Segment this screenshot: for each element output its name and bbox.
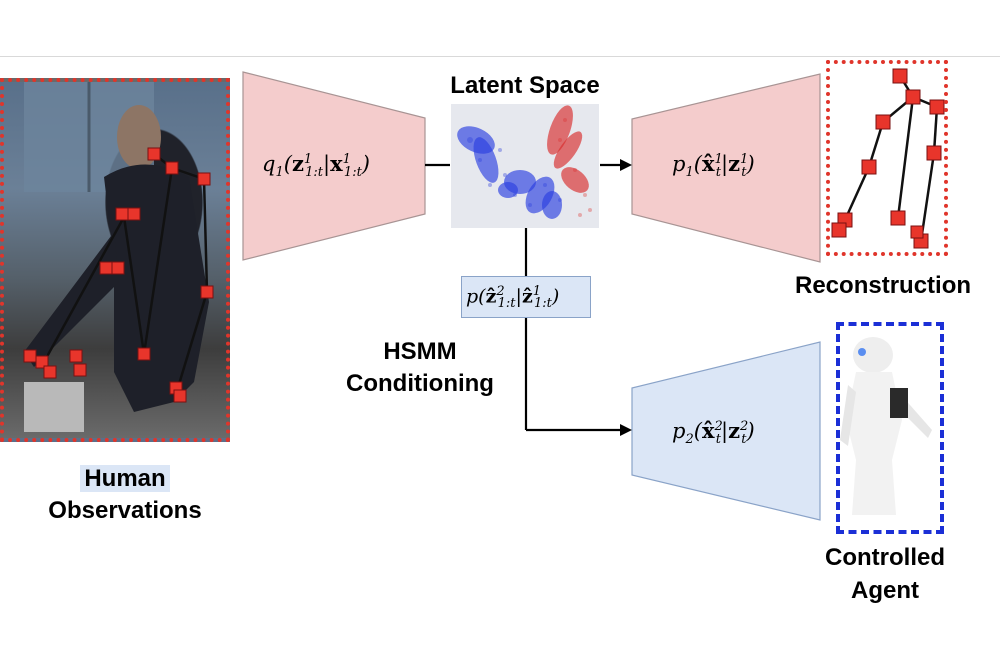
conditioning-box: [461, 276, 591, 318]
conditioning-label: Conditioning: [346, 370, 494, 397]
reconstruction-skeleton: [831, 68, 945, 249]
joint-marker: [43, 365, 57, 379]
controlled-agent-frame: [836, 322, 944, 534]
observations-label: Observations: [48, 497, 202, 524]
decoder-2-block: [631, 341, 821, 521]
joint-marker: [173, 389, 187, 403]
latent-space-label: Latent Space: [450, 72, 600, 99]
joint-marker: [137, 347, 151, 361]
joint-marker: [200, 285, 214, 299]
controlled-label: Controlled: [825, 544, 945, 571]
hsmm-label: HSMM: [383, 338, 457, 365]
conditioning-formula: p(ẑ21:t|ẑ11:t): [466, 284, 560, 312]
human-observation-image: [0, 78, 230, 442]
human-label-text: Human: [80, 465, 170, 492]
top-divider: [0, 56, 1000, 57]
encoder-block: [242, 71, 426, 261]
joint-marker: [111, 261, 125, 275]
joint-marker: [69, 349, 83, 363]
joint-marker: [35, 355, 49, 369]
decoder-1-block: [631, 73, 821, 263]
decoder-2-formula: p2(x̂2t|z2t): [672, 418, 755, 448]
reconstruction-frame: [826, 60, 948, 256]
decoder-1-formula: p1(x̂1t|z1t): [672, 151, 755, 181]
joint-marker: [197, 172, 211, 186]
joint-marker: [73, 363, 87, 377]
human-label: Human: [0, 465, 250, 493]
human-skeleton-overlay: [23, 82, 214, 432]
joint-marker: [147, 147, 161, 161]
encoder-formula: q1(z11:t|x11:t): [262, 151, 370, 181]
arrowhead-decoder2: [620, 424, 632, 436]
reconstruction-label: Reconstruction: [795, 272, 972, 299]
joint-marker: [127, 207, 141, 221]
robot-figure: [840, 337, 932, 515]
latent-space-image: [451, 104, 599, 228]
agent-label: Agent: [851, 577, 919, 604]
arrowhead-decoder1: [620, 159, 632, 171]
joint-marker: [165, 161, 179, 175]
